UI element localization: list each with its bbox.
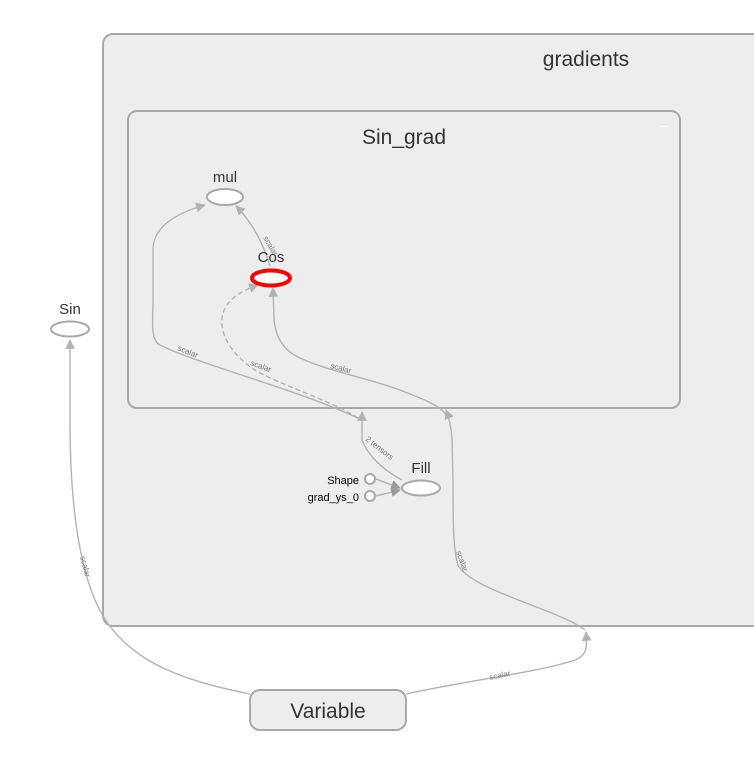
- sin-grad-title: Sin_grad: [362, 126, 446, 149]
- edge-fill-2-tensors: [357, 411, 403, 481]
- grad-ys-0-label: grad_ys_0: [308, 492, 359, 504]
- edge-var-to-gradients: [405, 631, 592, 695]
- mul-label: mul: [213, 169, 237, 186]
- cos-label: Cos: [258, 249, 285, 266]
- sin-label: Sin: [59, 301, 81, 318]
- edge-label-var-to-sin: scalar: [78, 555, 92, 578]
- cos-node-selected[interactable]: [250, 268, 292, 288]
- edge-var-to-sin: [65, 339, 251, 695]
- mul-node[interactable]: [206, 188, 244, 206]
- fill-label: Fill: [411, 460, 430, 477]
- edge-var-to-cos: [268, 287, 447, 416]
- edge-gradys-to-fill: [375, 487, 401, 497]
- variable-node[interactable]: [249, 689, 407, 731]
- grad-ys-0-node[interactable]: [364, 490, 376, 502]
- gradients-title: gradients: [543, 48, 629, 71]
- collapse-icon[interactable]: –: [660, 117, 668, 133]
- sin-node[interactable]: [50, 320, 90, 338]
- fill-node[interactable]: [401, 479, 441, 497]
- edge-var-to-grad: [444, 409, 586, 631]
- edge-label-var-to-gradients: scalar: [489, 669, 512, 682]
- edge-fill-to-cos-dashed: [221, 283, 359, 419]
- shape-label: Shape: [327, 475, 359, 487]
- shape-node[interactable]: [364, 473, 376, 485]
- edge-shape-to-fill: [375, 478, 401, 490]
- sin-grad-group[interactable]: [127, 110, 681, 409]
- edge-cos-to-mul: [235, 205, 271, 267]
- edge-fill-to-mul: [151, 202, 363, 421]
- variable-label: Variable: [290, 700, 366, 723]
